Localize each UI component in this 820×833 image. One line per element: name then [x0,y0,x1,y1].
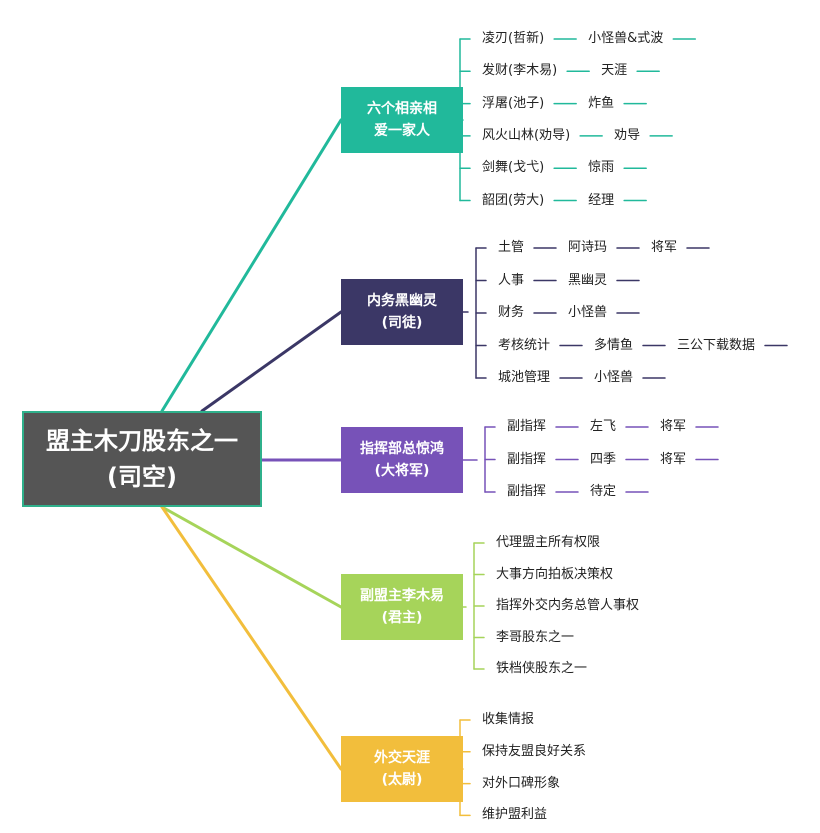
leaf-label: 城池管理 [498,370,551,385]
leaf-label: 副指挥 [507,484,547,499]
branch-subtitle: (大将军) [374,463,430,479]
leaf-label: 发财(李木易) [482,63,558,79]
root-branch-connector [160,505,343,609]
leaf-sublabel: 四季 [590,451,617,467]
branch-node-diplomacy: 外交天涯 (太尉) [341,736,463,802]
leaf-sublabel: 阿诗玛 [568,240,608,255]
branch-node-command: 指挥部总惊鸿 (大将军) [341,427,463,493]
leaf-label: 剑舞(戈弋) [482,160,545,176]
branch-node-vice-leader: 副盟主李木易 (君主) [341,574,463,640]
leaf-sublabel: 劝导 [614,127,641,143]
leaf-label: 对外口碑形象 [482,775,561,791]
leaf-sublabel: 经理 [588,192,615,208]
leaf-label: 大事方向拍板决策权 [496,566,614,582]
branch-subtitle: (太尉) [381,772,423,788]
leaf-sublabel: 待定 [590,484,617,499]
root-branch-connector [160,118,343,413]
leaf-label: 浮屠(池子) [482,95,545,111]
leaf-label: 维护盟利益 [482,807,548,823]
leaf-sublabel: 三公下载数据 [677,337,756,353]
leaf-label: 保持友盟良好关系 [482,743,587,759]
leaf-label: 考核统计 [498,337,551,353]
branch-subtitle: (司徒) [381,315,423,331]
leaf-sublabel: 天涯 [601,63,628,79]
leaf-sublabel: 将军 [660,419,687,434]
leaf-label: 人事 [498,272,525,288]
leaf-label: 指挥外交内务总管人事权 [496,598,640,613]
branch-node-internal-affairs: 内务黑幽灵 (司徒) [341,279,463,345]
branch-subtitle: (君主) [381,610,423,626]
leaf-sublabel: 小怪兽 [594,370,634,385]
branch-subtitle: 爱一家人 [374,123,430,139]
branch-title: 内务黑幽灵 [367,293,437,309]
branch-node-family: 六个相亲相 爱一家人 [341,87,463,153]
leaf-label: 李哥股东之一 [496,629,575,645]
leaf-label: 土管 [498,240,525,255]
leaf-label: 凌刃(哲新) [482,31,545,46]
root-branch-connector [160,505,343,771]
leaf-label: 收集情报 [482,712,535,727]
leaf-label: 副指挥 [507,451,547,467]
leaf-sublabel: 将军 [660,451,687,467]
leaf-sublabel: 炸鱼 [588,95,615,111]
leaf-label: 韶团(劳大) [482,192,545,208]
leaf-sublabel: 多情鱼 [594,337,634,353]
leaf-sublabel: 惊雨 [588,160,615,176]
leaf-label: 财务 [498,305,525,320]
leaf-label: 副指挥 [507,419,547,434]
leaf-sublabel: 小怪兽 [568,305,608,320]
branch-title: 六个相亲相 [367,101,437,117]
branch-title: 外交天涯 [374,750,430,766]
branch-title: 副盟主李木易 [360,588,444,604]
root-title: 盟主木刀股东之一 [46,427,238,455]
leaf-label: 代理盟主所有权限 [496,535,601,550]
branch-title: 指挥部总惊鸿 [360,441,444,457]
root-branch-connector [200,310,343,413]
leaf-sublabel: 将军 [651,240,678,255]
leaf-sublabel: 左飞 [590,419,617,434]
leaf-sublabel: 小怪兽&式波 [588,31,664,46]
root-subtitle: (司空) [107,463,177,491]
leaf-sublabel: 黑幽灵 [568,272,608,288]
root-node: 盟主木刀股东之一 (司空) [22,411,262,507]
leaf-label: 风火山林(劝导) [482,127,571,143]
leaf-label: 铁档侠股东之一 [496,661,588,676]
